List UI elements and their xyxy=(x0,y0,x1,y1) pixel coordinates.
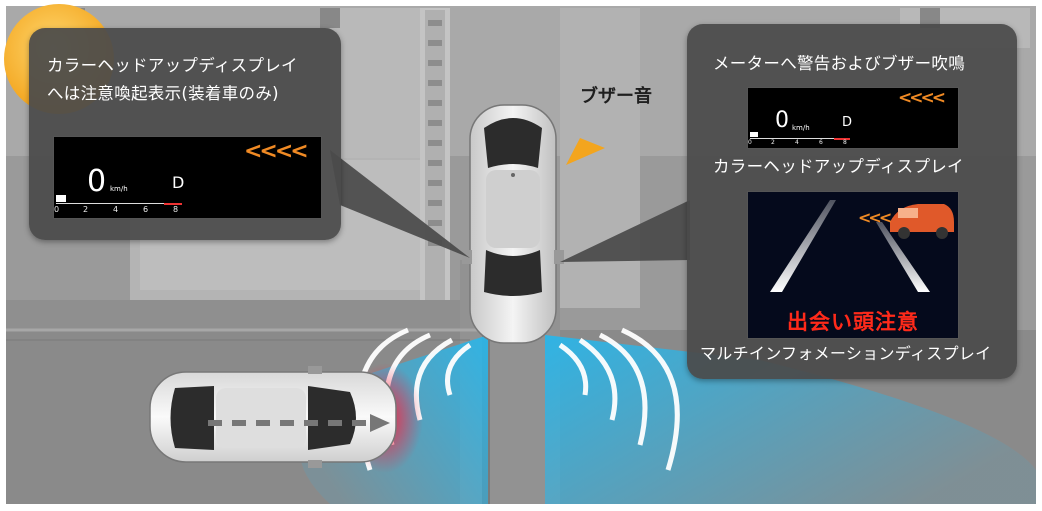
left-caption-line1: カラーヘッドアップディスプレイ xyxy=(47,56,298,75)
left-hud-chevrons-icon: <<<< xyxy=(244,139,309,164)
right-hud-speed-bar xyxy=(750,132,758,137)
left-caption-line2: へは注意喚起表示(装着車のみ) xyxy=(47,84,279,103)
own-car xyxy=(462,104,564,344)
left-hud-display: 0 km/h D <<<< 0 2 4 6 8 xyxy=(53,136,322,219)
right-hud-chevrons-icon: <<<< xyxy=(898,88,946,108)
right-hud-caption: カラーヘッドアップディスプレイ xyxy=(713,157,964,176)
intersection-warning: 出会い頭注意 xyxy=(787,310,919,334)
left-hud-tick: 0 xyxy=(54,205,60,214)
mid-chevrons-icon: <<< xyxy=(858,208,892,227)
left-hud-tick: 8 xyxy=(173,205,179,214)
right-caption-top: メーターへ警告およびブザー吹鳴 xyxy=(713,54,965,73)
right-hud-unit: km/h xyxy=(792,124,810,132)
crossing-car xyxy=(149,366,397,468)
multi-info-caption: マルチインフォメーションディスプレイ xyxy=(700,344,992,363)
approaching-car-icon xyxy=(890,204,954,239)
right-hud-tick: 4 xyxy=(795,139,799,146)
left-hud-tick: 2 xyxy=(83,205,89,214)
buzzer-label: ブザー音 xyxy=(580,86,652,107)
left-hud-tick: 4 xyxy=(113,205,119,214)
right-hud-speed: 0 xyxy=(775,108,789,133)
right-hud-display: 0 km/h D <<<< 0 2 4 6 8 xyxy=(747,87,959,149)
left-hud-speed: 0 xyxy=(87,164,107,199)
right-hud-scale-line xyxy=(750,138,850,139)
multi-info-display: <<< 出会い頭注意 xyxy=(747,191,959,339)
right-hud-tick: 0 xyxy=(748,139,752,146)
right-hud-gear: D xyxy=(842,115,853,130)
left-hud-tick: 6 xyxy=(143,205,149,214)
left-hud-scale-line xyxy=(56,203,182,204)
right-hud-tick: 6 xyxy=(819,139,823,146)
lane-lines-icon xyxy=(770,200,954,292)
left-hud-speed-bar xyxy=(56,195,66,202)
left-hud-unit: km/h xyxy=(110,185,128,193)
right-hud-redzone xyxy=(834,138,850,140)
right-hud-tick: 2 xyxy=(771,139,775,146)
left-hud-gear: D xyxy=(172,173,185,192)
left-hud-redzone xyxy=(164,203,182,205)
right-hud-tick: 8 xyxy=(843,139,847,146)
